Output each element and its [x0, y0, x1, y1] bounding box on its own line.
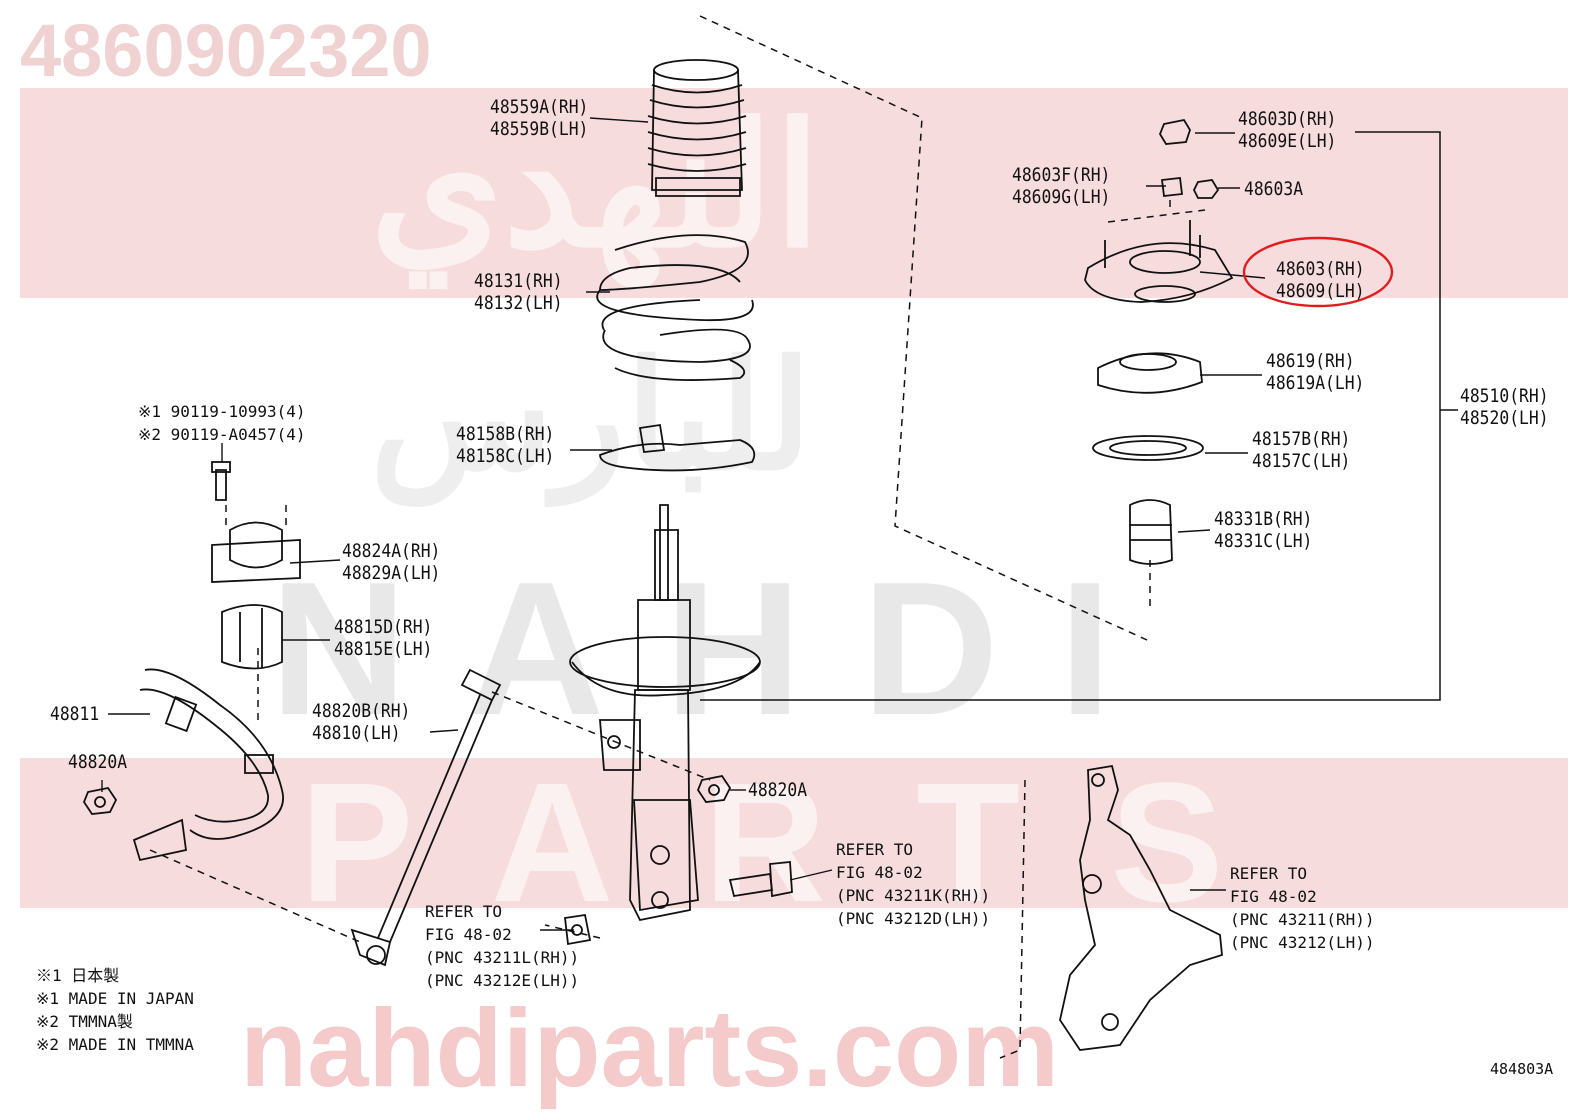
label-48810: 48810(LH) — [312, 722, 401, 744]
label-48811: 48811 — [50, 703, 100, 725]
footnote-3: ※2 TMMNA製 — [36, 1012, 133, 1031]
refer-nut-4: (PNC 43212E(LH)) — [425, 971, 580, 990]
strut-assembly — [569, 504, 761, 922]
stabilizer-bar — [132, 668, 284, 862]
label-48559B: 48559B(LH) — [490, 118, 589, 140]
label-48603-highlighted: 48603(RH) — [1276, 258, 1365, 280]
label-48158C: 48158C(LH) — [456, 445, 555, 467]
coil-spring — [596, 234, 754, 381]
label-48158B: 48158B(RH) — [456, 423, 555, 445]
label-48603A: 48603A — [1244, 178, 1304, 200]
label-48331B: 48331B(RH) — [1214, 508, 1313, 530]
bellows-boot — [647, 59, 747, 197]
label-48619: 48619(RH) — [1266, 350, 1355, 372]
refer-bolt-1: REFER TO — [836, 840, 914, 859]
stabilizer-bracket — [211, 461, 301, 670]
footnote-2: ※1 MADE IN JAPAN — [36, 989, 194, 1008]
steering-knuckle — [1059, 764, 1223, 1051]
label-48820B: 48820B(RH) — [312, 700, 411, 722]
watermark-band-bottom — [20, 758, 1568, 908]
watermark-part-number: 4860902320 — [20, 9, 432, 92]
label-48559A: 48559A(RH) — [490, 96, 589, 118]
watermark-domain: nahdiparts.com — [240, 987, 1060, 1110]
highlight-ellipse — [1242, 236, 1394, 308]
bolt-note-1: ※1 90119-10993(4) — [138, 402, 306, 421]
label-48815D: 48815D(RH) — [334, 616, 433, 638]
label-48603D: 48603D(RH) — [1238, 108, 1337, 130]
refer-knuckle-1: REFER TO — [1230, 864, 1308, 883]
stabilizer-link — [350, 668, 502, 967]
refer-bolt-4: (PNC 43212D(LH)) — [836, 909, 991, 928]
label-48820A-left: 48820A — [68, 751, 128, 773]
label-48520: 48520(LH) — [1460, 407, 1549, 429]
refer-nut-2: FIG 48-02 — [425, 925, 512, 944]
upper-mount-hardware — [1084, 118, 1234, 565]
label-48603F: 48603F(RH) — [1012, 164, 1111, 186]
watermark-parts: PARTS — [300, 748, 1314, 938]
refer-nut-1: REFER TO — [425, 902, 503, 921]
label-48131: 48131(RH) — [474, 270, 563, 292]
label-48331C: 48331C(LH) — [1214, 530, 1313, 552]
label-48609G: 48609G(LH) — [1012, 186, 1111, 208]
label-48824A: 48824A(RH) — [342, 540, 441, 562]
label-48609E: 48609E(LH) — [1238, 130, 1337, 152]
label-48820A-right: 48820A — [748, 779, 808, 801]
refer-knuckle-4: (PNC 43212(LH)) — [1230, 933, 1375, 952]
label-48609-highlighted: 48609(LH) — [1276, 280, 1365, 302]
label-48132: 48132(LH) — [474, 292, 563, 314]
watermark-arabic-top: النهدي — [370, 92, 821, 282]
refer-knuckle-2: FIG 48-02 — [1230, 887, 1317, 906]
label-48815E: 48815E(LH) — [334, 638, 433, 660]
footnote-1: ※1 日本製 — [36, 966, 120, 985]
refer-knuckle-3: (PNC 43211(RH)) — [1230, 910, 1375, 929]
refer-bolt-2: FIG 48-02 — [836, 863, 923, 882]
label-48619A: 48619A(LH) — [1266, 372, 1365, 394]
bolt-note-2: ※2 90119-A0457(4) — [138, 425, 306, 444]
knuckle-bolt — [564, 861, 793, 946]
leader-lines — [101, 117, 1266, 931]
label-48157C: 48157C(LH) — [1252, 450, 1351, 472]
watermark-arabic-mid: للبارس — [370, 332, 812, 500]
label-48157B: 48157B(RH) — [1252, 428, 1351, 450]
footnote-4: ※2 MADE IN TMMNA — [36, 1035, 194, 1054]
link-nuts — [82, 774, 732, 815]
diagram-code: 484803A — [1490, 1060, 1554, 1078]
assembly-bracket — [700, 131, 1458, 701]
label-48510: 48510(RH) — [1460, 385, 1549, 407]
refer-nut-3: (PNC 43211L(RH)) — [425, 948, 580, 967]
refer-bolt-3: (PNC 43211K(RH)) — [836, 886, 991, 905]
watermark-band-top — [20, 88, 1568, 298]
spring-insulator — [599, 423, 756, 472]
label-48829A: 48829A(LH) — [342, 562, 441, 584]
